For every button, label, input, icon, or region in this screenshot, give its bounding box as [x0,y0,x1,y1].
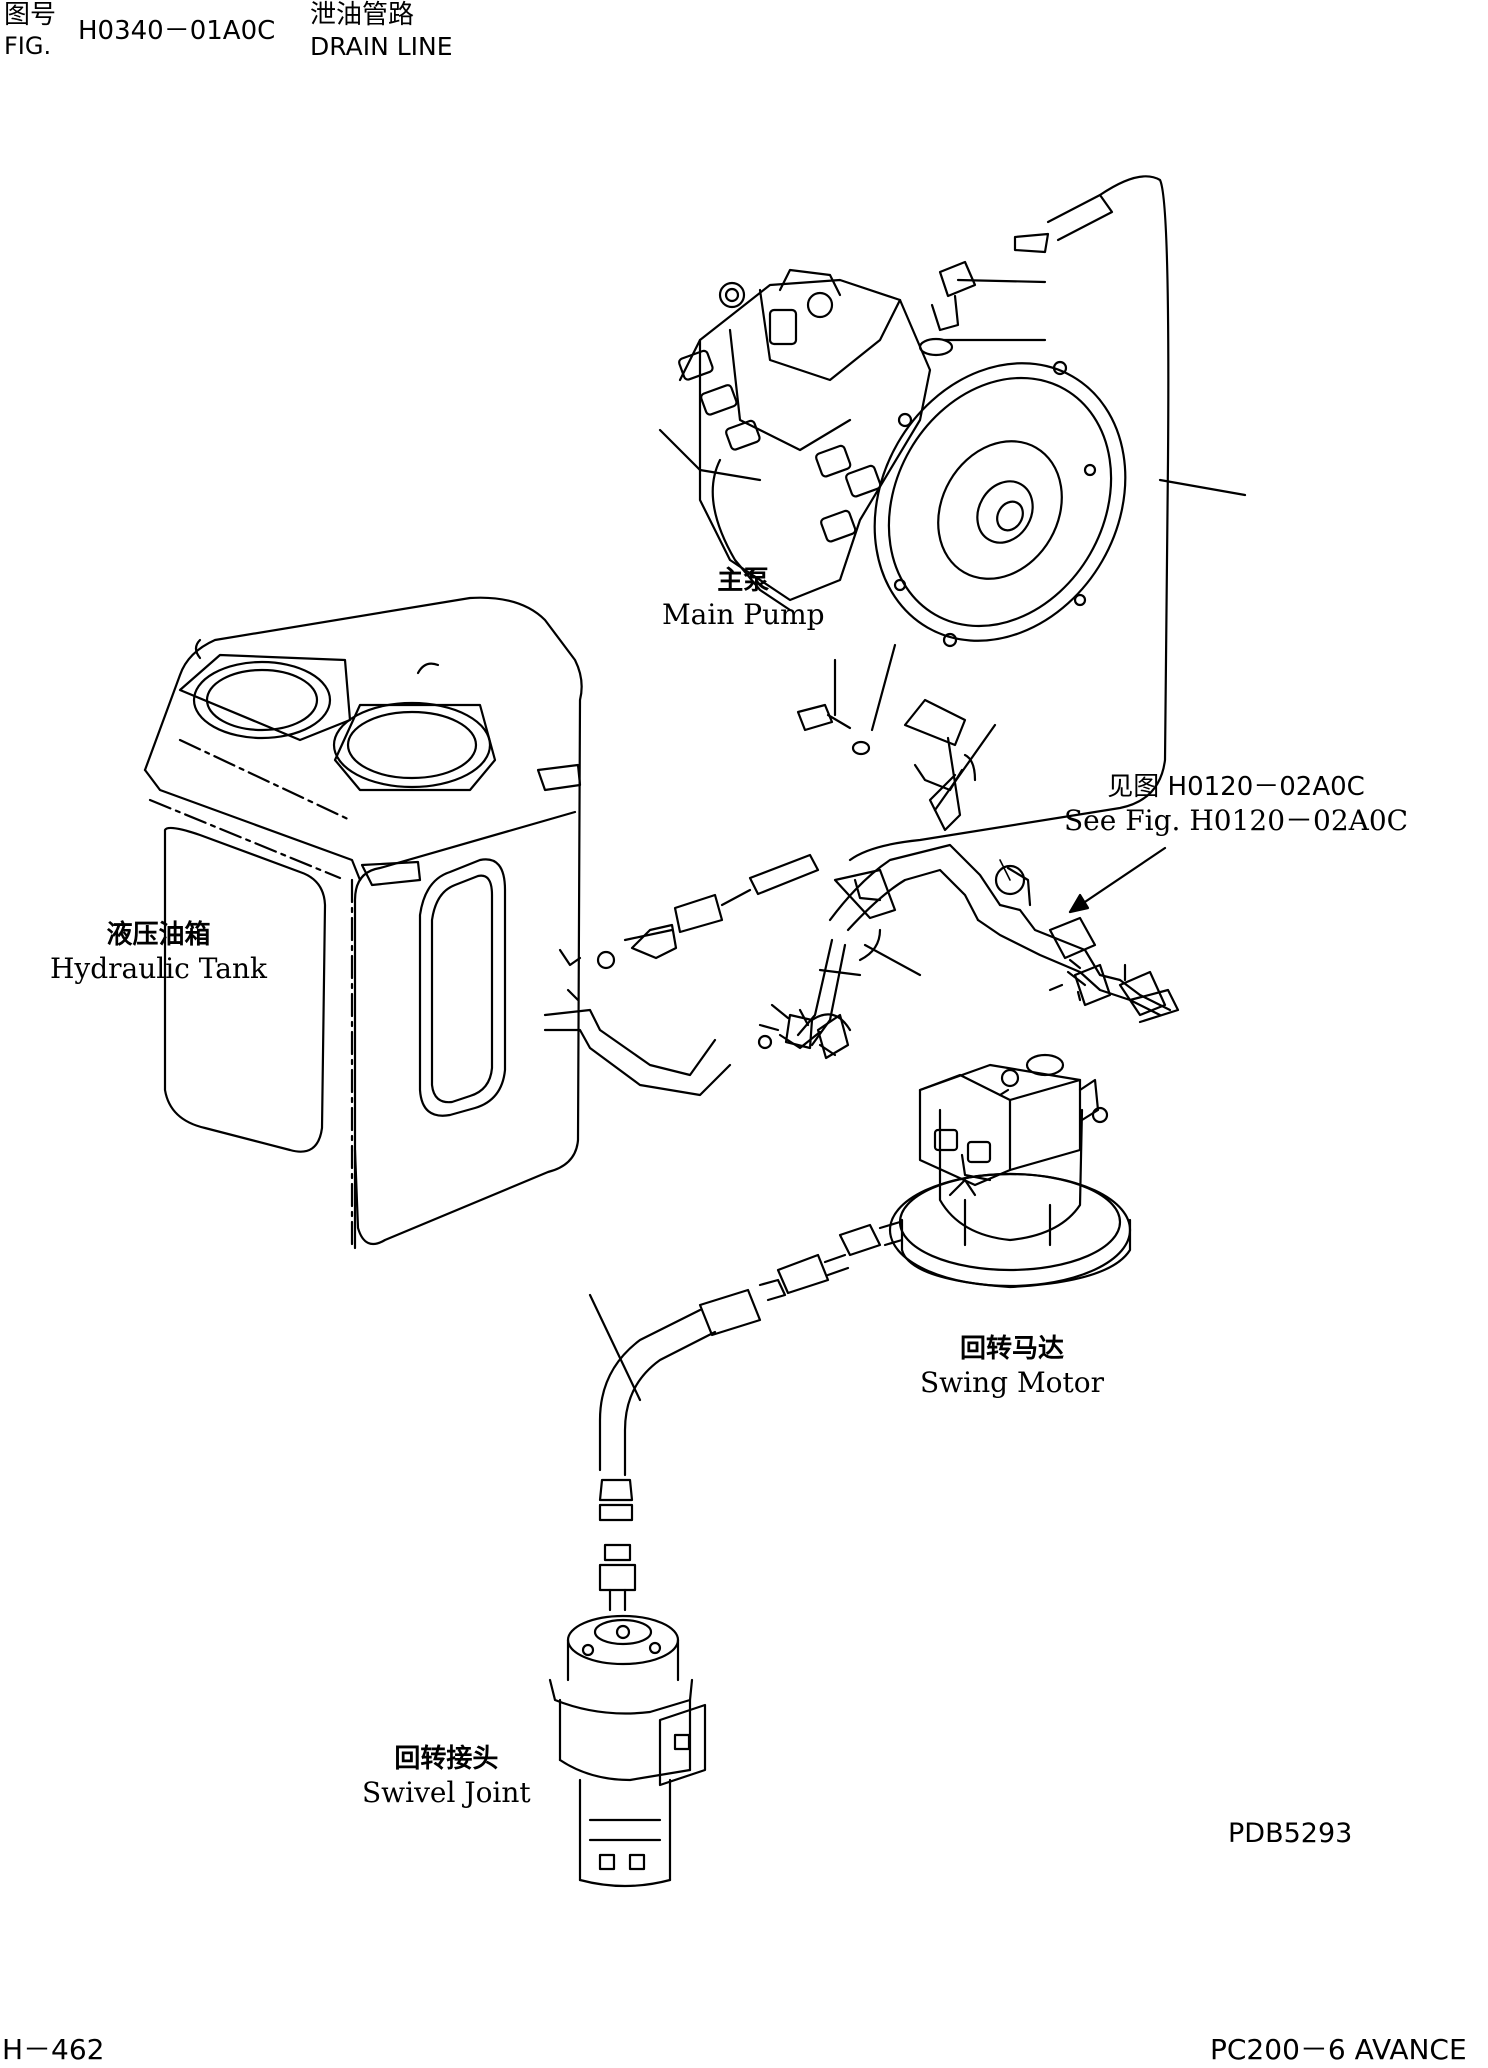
main-pump-label-cn: 主泵 [717,566,770,596]
hydraulic-tank-label: 液压油箱 Hydraulic Tank [50,918,267,986]
drain-hose-pump [850,176,1245,860]
see-fig-label-cn: 见图 H0120－02A0C [1107,772,1365,802]
hose-clamp [905,700,995,830]
swivel-joint-label-en: Swivel Joint [362,1776,531,1809]
swivel-joint-label: 回转接头 Swivel Joint [362,1742,531,1810]
title-en: DRAIN LINE [310,32,453,61]
hydraulic-tank-label-en: Hydraulic Tank [50,952,267,985]
drain-pipe-to-tank [545,1005,850,1095]
main-pump [660,270,1175,687]
drawing-id: PDB5293 [1228,1818,1353,1849]
swivel-joint [550,1616,705,1886]
mounting-bolt [798,645,895,754]
fig-number: H0340－01A0C [78,16,276,46]
model-name: PC200－6 AVANCE [1210,2033,1467,2066]
hose-to-tank [598,855,818,968]
main-drain-hose [786,845,1178,1058]
fig-en-label: FIG. [4,32,52,60]
hydraulic-tank [145,598,582,1248]
title-cn: 泄油管路 [310,0,415,30]
swivel-joint-label-cn: 回转接头 [394,1744,499,1774]
see-fig-arrow [1070,848,1165,912]
swivel-hose [590,1290,760,1520]
fig-cn-label: 图号 [4,0,57,30]
hydraulic-tank-label-cn: 液压油箱 [106,920,211,950]
swing-motor-fittings [760,1222,902,1300]
see-fig-label-en: See Fig. H0120－02A0C [1064,804,1409,837]
main-pump-label-en: Main Pump [662,598,825,631]
pump-elbow-fitting [920,262,1045,355]
see-fig-label: 见图 H0120－02A0C See Fig. H0120－02A0C [1064,770,1408,838]
swing-motor-label: 回转马达 Swing Motor [920,1332,1104,1400]
swing-motor-label-en: Swing Motor [920,1366,1104,1399]
swing-motor-label-cn: 回转马达 [959,1334,1064,1364]
page-number: H－462 [2,2033,105,2066]
swivel-fitting [600,1545,635,1610]
swing-motor [890,1055,1130,1287]
main-pump-label: 主泵 Main Pump [662,564,825,632]
